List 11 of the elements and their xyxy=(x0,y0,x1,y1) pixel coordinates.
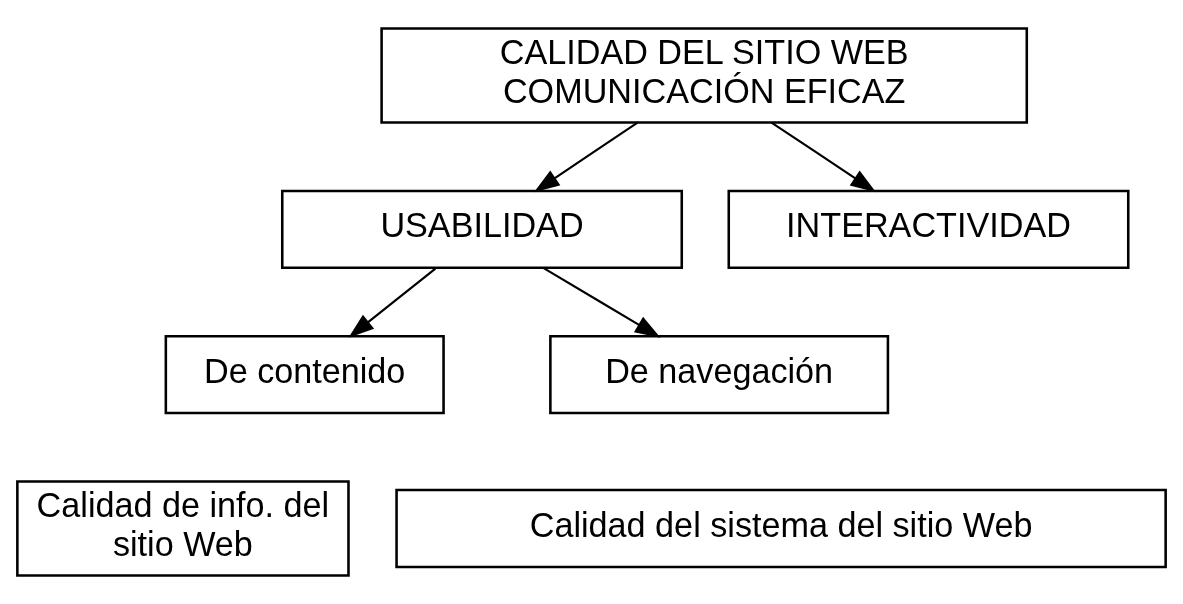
arrow xyxy=(770,121,877,193)
node-box: INTERACTIVIDAD xyxy=(727,189,1130,270)
arrow xyxy=(543,267,661,338)
node-box: USABILIDAD xyxy=(281,189,684,270)
node-box: De contenido xyxy=(164,334,445,415)
node-box: CALIDAD DEL SITIO WEB COMUNICACIÓN EFICAZ xyxy=(380,27,1029,124)
node-box: Calidad del sistema del sitio Web xyxy=(395,488,1167,569)
arrow xyxy=(348,267,437,338)
node-box: Calidad de info. del sitio Web xyxy=(16,480,350,577)
arrow xyxy=(534,121,639,193)
node-box: De navegación xyxy=(549,334,890,415)
